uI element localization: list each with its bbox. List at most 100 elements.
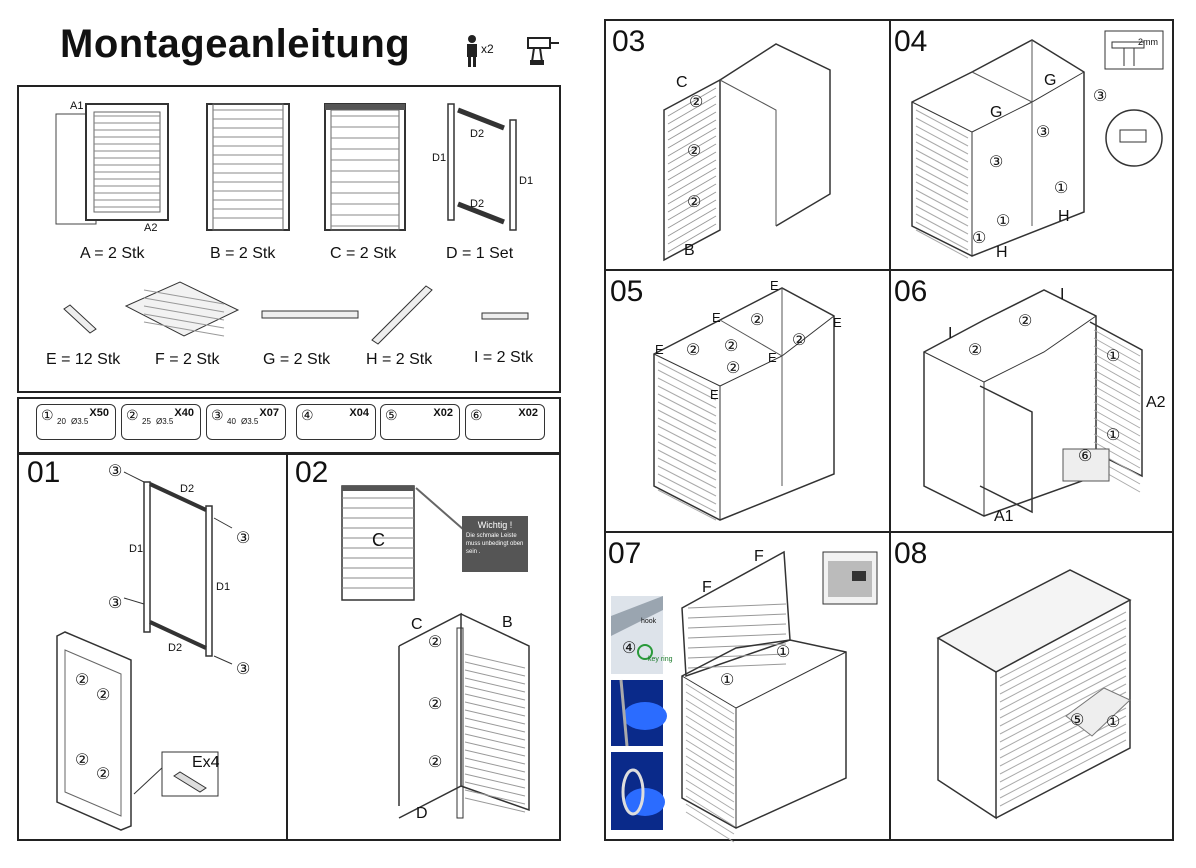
part-e-drawing [63, 304, 97, 334]
step-02-note-text: Die schmale Leiste muss unbedingt oben s… [466, 533, 524, 555]
step-01-panel-drawing [56, 631, 132, 831]
hardware-item-5: ⑤ X02 [380, 404, 460, 440]
drill-icon [527, 37, 559, 65]
step-01-screw-1: ③ [108, 463, 123, 480]
step-01-label-d1-left: D1 [129, 543, 144, 555]
step-07-screw-2: ① [720, 672, 735, 689]
part-h-label: H = 2 Stk [366, 351, 433, 368]
step-05-label-e-1: E [770, 278, 779, 293]
step-01-screw-7: ② [75, 752, 90, 769]
hardware-number: ⑥ [470, 407, 483, 423]
part-f-label: F = 2 Stk [155, 351, 220, 368]
step-03-drawing [663, 43, 831, 262]
step-04-detail-circle [1105, 109, 1163, 167]
step-01-label-d1-right: D1 [216, 581, 231, 593]
step-04-number: 04 [894, 25, 928, 58]
step-07-screw-4: ④ [622, 640, 637, 657]
parts-panel [17, 85, 561, 393]
step-01-screw-4: ③ [236, 661, 251, 678]
step-04-detail-top [1104, 30, 1164, 70]
step-06-drawing [923, 289, 1143, 517]
step-06-screw-3: ① [1106, 348, 1121, 365]
hardware-diameter: Ø3.5 [71, 417, 89, 426]
hardware-quantity: X02 [433, 407, 453, 419]
step-02-screw-1: ② [428, 634, 443, 651]
hardware-number: ② [126, 407, 139, 423]
step-03-number: 03 [612, 25, 646, 58]
hardware-diameter: Ø3.5 [241, 417, 259, 426]
step-06-screw-2: ② [968, 342, 983, 359]
step-06-number: 06 [894, 275, 928, 308]
hardware-quantity: X40 [174, 407, 194, 419]
part-c-drawing [324, 103, 406, 231]
step-01-frame-drawing [123, 471, 233, 665]
step-07-drawing [681, 550, 847, 843]
step-04-label-h-2: H [996, 244, 1008, 261]
part-a-drawing [55, 103, 169, 225]
step-04-drawing [911, 39, 1085, 259]
step-02-number: 02 [295, 456, 329, 489]
step-05-screw-2: ② [792, 332, 807, 349]
step-05-screw-1: ② [750, 312, 765, 329]
step-02-panel-c-drawing [341, 485, 415, 601]
step-04-screw-6: ① [972, 230, 987, 247]
step-01-screw-5: ② [75, 672, 90, 689]
step-07-photo-3 [611, 752, 665, 830]
step-08-screw-5: ⑤ [1070, 712, 1085, 729]
step-06-label-a1: A1 [994, 508, 1014, 525]
step-04-screw-3: ③ [989, 154, 1004, 171]
step-02-panel [286, 453, 561, 841]
step-04-screw-2: ③ [1036, 124, 1051, 141]
step-04-2mm-label: 2mm [1138, 37, 1158, 47]
part-d-label: D = 1 Set [446, 245, 514, 262]
step-07-photo-1 [611, 596, 663, 674]
step-05-screw-5: ② [726, 360, 741, 377]
part-a2-tag: A2 [144, 222, 158, 234]
part-a1-tag: A1 [70, 100, 84, 112]
part-d-tag-4: D2 [470, 198, 485, 210]
step-05-label-e-3: E [833, 315, 842, 330]
step-08-handle-detail [1065, 687, 1131, 737]
step-07-number: 07 [608, 537, 642, 570]
part-g-drawing [261, 310, 359, 319]
hardware-length: 25 [142, 417, 151, 426]
part-h-drawing [371, 285, 433, 345]
step-06-latch-detail [1062, 448, 1110, 482]
part-e-label: E = 12 Stk [46, 351, 121, 368]
step-07-screw-1: ① [776, 644, 791, 661]
step-05-screw-4: ② [724, 338, 739, 355]
step-02-label-c-top: C [372, 530, 385, 550]
step-06-label-i-1: I [1060, 286, 1065, 303]
step-03-screw-2: ② [687, 143, 702, 160]
step-07-hook-label: hook [641, 618, 657, 625]
step-06-screw-1: ② [1018, 313, 1033, 330]
part-d-tag-1: D2 [470, 128, 485, 140]
part-d-tag-2: D1 [432, 152, 447, 164]
step-08-number: 08 [894, 537, 928, 570]
hardware-number: ④ [301, 407, 314, 423]
part-g-label: G = 2 Stk [263, 351, 331, 368]
hardware-diameter: Ø3.5 [156, 417, 174, 426]
page-title: Montageanleitung [60, 22, 411, 66]
step-06-label-a2: A2 [1146, 394, 1166, 411]
step-01-ex4-label: Ex4 [192, 754, 220, 771]
step-03-screw-3: ② [687, 194, 702, 211]
hardware-number: ③ [211, 407, 224, 423]
step-05-label-e-2: E [712, 310, 721, 325]
step-07-label-f-1: F [754, 548, 764, 565]
hardware-quantity: X07 [259, 407, 279, 419]
step-04-screw-1: ③ [1093, 88, 1108, 105]
step-07-label-f-2: F [702, 579, 712, 596]
step-02-assembly-drawing [398, 612, 530, 819]
step-06-screw-4: ① [1106, 427, 1121, 444]
step-03-label-b: B [684, 242, 695, 259]
step-03-screw-1: ② [689, 94, 704, 111]
step-01-detail-callout [133, 751, 219, 797]
step-06-screw-5: ⑥ [1078, 448, 1093, 465]
step-02-note-pointer [415, 487, 465, 531]
step-01-number: 01 [27, 456, 61, 489]
hardware-number: ⑤ [385, 407, 398, 423]
